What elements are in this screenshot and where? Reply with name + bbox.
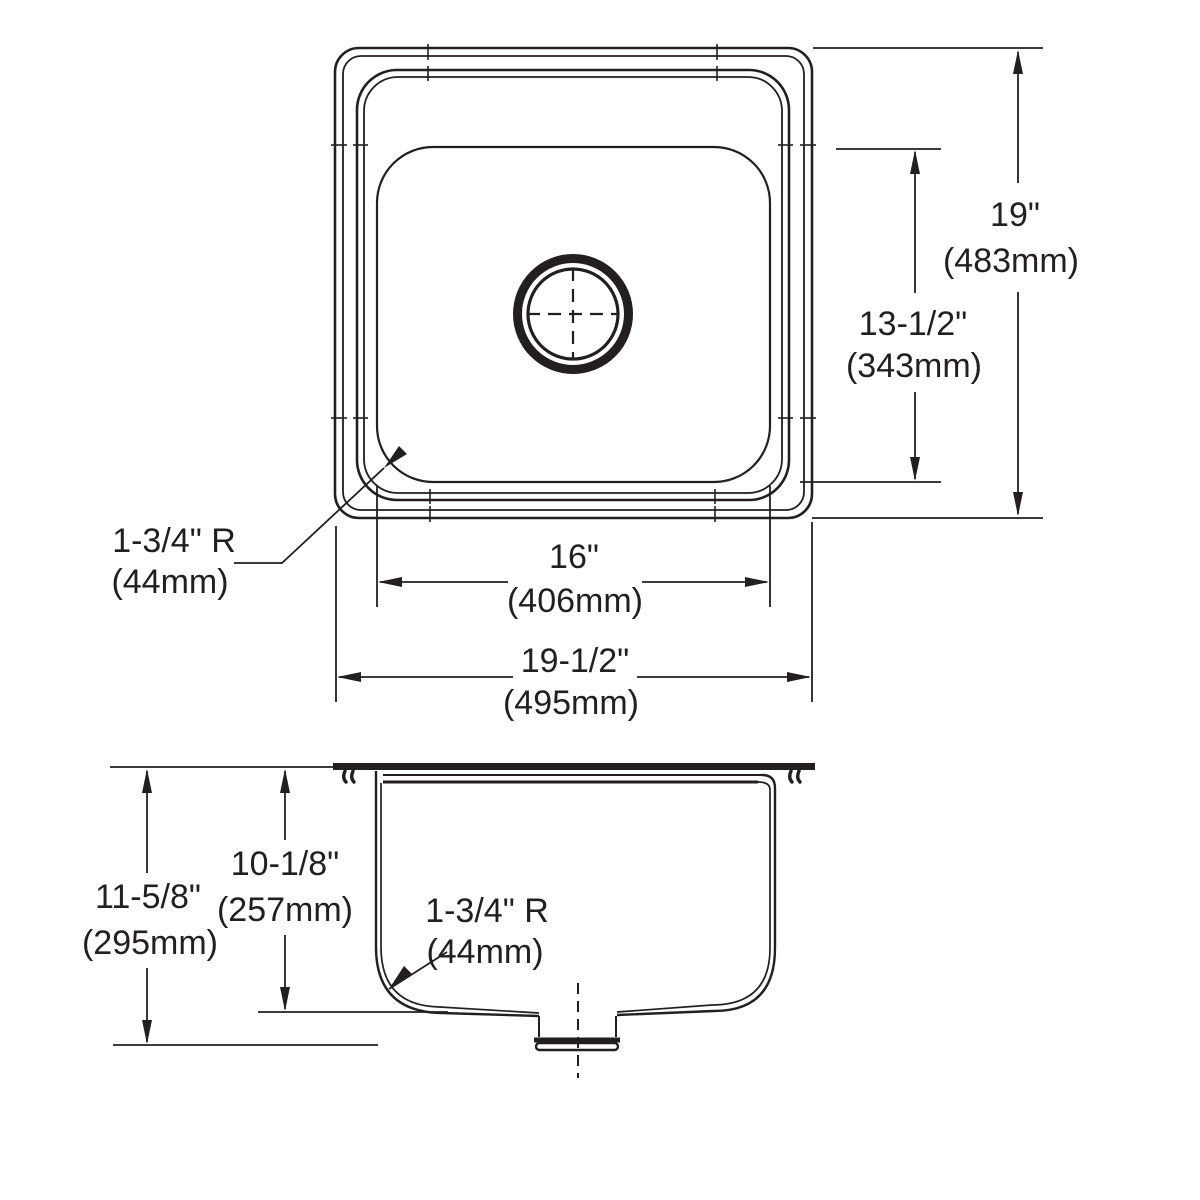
dim-bowl-ftb-metric: (343mm) [846, 347, 982, 385]
dim-overall-width-metric: (495mm) [503, 684, 639, 722]
bowl-right-wall-inner [616, 781, 771, 1013]
side-view [333, 763, 815, 1078]
arrowhead-up [1013, 50, 1023, 74]
dim-bowl-ftb-imperial: 13-1/2" [859, 305, 967, 343]
bowl-section-outline [374, 771, 777, 1018]
dim-bowl-depth-metric: (257mm) [217, 891, 353, 929]
arrowhead-up [910, 150, 920, 174]
dim-bowl-width-metric: (406mm) [507, 582, 643, 620]
arrowhead-left [378, 577, 402, 587]
arrowhead-left [337, 672, 361, 682]
top-view [331, 44, 816, 522]
top-view-dimensions: 19" (483mm) 13-1/2" (343mm) 16" (406mm) [111, 47, 1079, 722]
dim-overall-height-metric: (483mm) [943, 242, 1079, 280]
arrowhead-down [1013, 492, 1023, 516]
dim-bowl-width-imperial: 16" [549, 538, 599, 576]
dim-overall-height-lines [812, 47, 1043, 519]
clip-left-icon [350, 769, 356, 784]
dim-overall-depth-metric: (295mm) [82, 924, 218, 962]
bowl-bottom-outline [375, 145, 772, 484]
arrowhead-up [280, 769, 290, 793]
bowl-rim-inner [363, 76, 783, 494]
dim-bowl-depth-imperial: 10-1/8" [231, 845, 339, 883]
dim-overall-depth-imperial: 11-5/8" [95, 878, 201, 916]
clip-left-icon [342, 769, 348, 784]
rim-outer-edge [333, 46, 814, 520]
radius-leader-line [234, 467, 385, 564]
dim-overall-height-imperial: 19" [990, 196, 1040, 234]
arrowhead-down [910, 457, 920, 481]
arrowhead-down [280, 987, 290, 1011]
dim-overall-width-lines [335, 522, 813, 702]
clip-right-icon [788, 769, 794, 784]
side-view-dimensions: 11-5/8" (295mm) 10-1/8" (257mm) 1-3/4" R… [82, 766, 549, 1046]
radius-leader-line [388, 951, 448, 990]
rim-segment-ticks [331, 44, 816, 522]
bowl-right-wall-outer [616, 773, 777, 1017]
arrowhead-right [787, 672, 811, 682]
mounting-clips [342, 769, 802, 784]
dim-corner-radius-side-metric: (44mm) [426, 933, 543, 971]
bowl-left-wall-inner [380, 783, 540, 1014]
radius-arrowhead [384, 446, 407, 468]
bowl-rim-outer [355, 68, 791, 502]
clip-right-icon [796, 769, 802, 784]
drain-outer-ring [513, 254, 633, 374]
arrowhead-up [142, 769, 152, 793]
dim-corner-radius-top-metric: (44mm) [111, 563, 228, 601]
dim-corner-radius-top-imperial: 1-3/4" R [112, 522, 236, 560]
drain-fitting [534, 983, 620, 1078]
arrowhead-right [745, 577, 769, 587]
arrowhead-down [142, 1020, 152, 1044]
dim-corner-radius-side-imperial: 1-3/4" R [425, 892, 549, 930]
rim-inner-edge [342, 55, 805, 511]
radius-arrowhead [389, 966, 412, 989]
drain-centerlines [527, 268, 619, 360]
dim-overall-width-imperial: 19-1/2" [521, 642, 629, 680]
